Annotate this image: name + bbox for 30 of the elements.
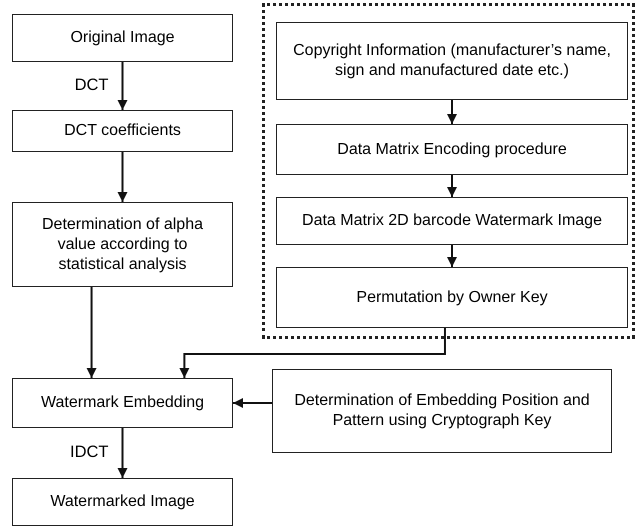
box-text: Original Image [69, 28, 176, 48]
process-box [12, 378, 233, 428]
arrow [118, 152, 128, 202]
process-box [276, 267, 628, 328]
process-box [12, 110, 233, 152]
arrow [118, 62, 128, 110]
box-text: Determination of alpha value according to statistical analysis [41, 214, 204, 274]
arrow [233, 398, 272, 408]
process-box [276, 197, 628, 245]
box-text: Data Matrix Encoding procedure [336, 140, 568, 160]
process-box [12, 14, 233, 62]
box-text: Watermark Embedding [40, 393, 206, 413]
box-text: Data Matrix 2D barcode Watermark Image [301, 211, 603, 231]
process-box [276, 22, 628, 100]
arrow [447, 245, 457, 267]
process-box [272, 369, 612, 453]
box-text: Permutation by Owner Key [355, 288, 549, 308]
process-box [12, 202, 233, 287]
process-box [12, 478, 233, 526]
arrow [447, 175, 457, 197]
box-text: Copyright Information (manufacturer’s name, sign and manufactured date etc.) [292, 41, 612, 81]
arrow [179, 328, 446, 378]
dotted-group-box [262, 3, 635, 339]
box-text: Watermarked Image [49, 492, 196, 512]
arrow [447, 100, 457, 124]
box-text: Determination of Embedding Position and Pattern using Cryptograph Key [293, 391, 591, 431]
arrow [118, 428, 128, 478]
box-text: DCT coefficients [63, 121, 182, 141]
arrow [86, 287, 97, 378]
process-box [276, 124, 628, 175]
